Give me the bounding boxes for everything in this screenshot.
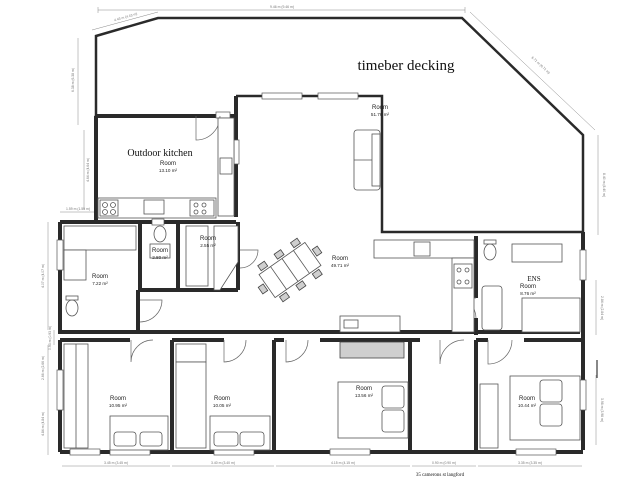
window bbox=[579, 249, 587, 281]
room-name: Room bbox=[92, 274, 108, 280]
sink-icon bbox=[413, 241, 431, 257]
dim-top-left: 4.43 m (4.43 m) bbox=[114, 12, 138, 22]
dim-left-upper: 6.38 m (6.38 m) bbox=[71, 68, 75, 92]
room-area: 51.70 m² bbox=[371, 112, 390, 117]
door-swing bbox=[487, 339, 513, 365]
wardrobe-icon bbox=[175, 361, 207, 449]
dining-table-icon bbox=[257, 237, 323, 303]
window bbox=[579, 379, 587, 411]
dim-step-left: 1.59 m (1.59 m) bbox=[66, 207, 90, 211]
door-swing bbox=[223, 339, 247, 363]
room-name: Room bbox=[110, 396, 126, 402]
window bbox=[329, 448, 371, 456]
wardrobe-icon bbox=[479, 383, 499, 449]
room-name: Room bbox=[200, 236, 216, 242]
door-swing bbox=[195, 115, 221, 141]
sink-icon bbox=[143, 199, 165, 215]
door-swing bbox=[439, 339, 465, 365]
room-name: Room bbox=[520, 284, 536, 290]
dim-top: 9.46 m (9.46 m) bbox=[270, 5, 294, 9]
sink-icon bbox=[343, 319, 359, 329]
doors bbox=[130, 115, 513, 365]
window bbox=[56, 239, 64, 271]
room-area: 10.05 m² bbox=[213, 403, 232, 408]
shower-icon bbox=[185, 225, 209, 287]
room-name: Room bbox=[356, 386, 372, 392]
basin-icon bbox=[149, 243, 171, 259]
room-name: Room bbox=[214, 396, 230, 402]
dim-bottom-1: 3.45 m (3.45 m) bbox=[104, 461, 128, 465]
address-caption: 35 camerons st langford bbox=[416, 473, 465, 478]
room-area: 2.55 m² bbox=[200, 243, 216, 248]
door-swing bbox=[285, 339, 309, 363]
wardrobe-icon bbox=[339, 341, 405, 359]
outdoor-kitchen-label: Outdoor kitchen bbox=[127, 148, 192, 159]
fixtures bbox=[63, 117, 581, 451]
bench bbox=[63, 249, 87, 281]
window bbox=[261, 92, 303, 100]
toilet-icon bbox=[65, 299, 79, 317]
window bbox=[69, 448, 101, 456]
window bbox=[317, 92, 359, 100]
dim-left-lower-a: 2.66 m (2.66 m) bbox=[41, 356, 45, 380]
window bbox=[233, 139, 240, 165]
cooktop-icon bbox=[189, 199, 215, 217]
room-name: Room bbox=[519, 396, 535, 402]
bench bbox=[63, 225, 137, 251]
room-name: Room bbox=[152, 248, 168, 254]
windows bbox=[56, 92, 587, 456]
dim-right-lower-b: 3.98 m (3.98 m) bbox=[600, 398, 604, 422]
window bbox=[515, 448, 557, 456]
window bbox=[56, 369, 64, 411]
dim-bottom-4: 0.90 m (0.90 m) bbox=[432, 461, 456, 465]
door-swing bbox=[239, 249, 259, 269]
labels: timeber decking Outdoor kitchen ENS 35 c… bbox=[92, 58, 541, 478]
room-name: Room bbox=[372, 105, 388, 111]
dim-bottom-5: 3.35 m (3.35 m) bbox=[518, 461, 542, 465]
shower-icon bbox=[521, 297, 581, 333]
plan-title: timeber decking bbox=[357, 58, 455, 74]
door-swing bbox=[139, 299, 163, 323]
dim-mid-left: 4.07 m (4.07 m) bbox=[41, 264, 45, 288]
room-area: 2.80 m² bbox=[152, 255, 168, 260]
dim-left-lower-b: 4.84 m (4.84 m) bbox=[41, 412, 45, 436]
bath-icon bbox=[481, 285, 503, 331]
shower-icon bbox=[213, 225, 239, 291]
toilet-icon bbox=[483, 243, 497, 261]
room-area: 7.22 m² bbox=[92, 281, 108, 286]
room-name: Room bbox=[332, 256, 348, 262]
ens-label: ENS bbox=[527, 275, 540, 283]
window bbox=[151, 218, 165, 226]
dim-step-small: 0.93 m (0.93 m) bbox=[48, 326, 52, 350]
sink-icon bbox=[219, 157, 233, 175]
window bbox=[215, 111, 231, 119]
room-area: 10.44 m² bbox=[518, 403, 537, 408]
dim-bottom-2: 3.40 m (3.40 m) bbox=[211, 461, 235, 465]
wardrobe-icon bbox=[175, 343, 207, 363]
cooktop-icon bbox=[453, 263, 473, 289]
room-name: Room bbox=[160, 161, 176, 167]
room-area: 13.56 m² bbox=[355, 393, 374, 398]
door-swing bbox=[130, 339, 154, 363]
dim-right-upper: 8.40 m (8.40 m) bbox=[602, 173, 606, 197]
room-area: 8.76 m² bbox=[520, 291, 536, 296]
toilet-icon bbox=[153, 225, 167, 243]
dim-right-lower-a: 2.84 m (2.84 m) bbox=[600, 296, 604, 320]
dimension-lines: 9.46 m (9.46 m) 4.43 m (4.43 m) 6.71 m (… bbox=[41, 5, 606, 467]
room-area: 13.10 m² bbox=[159, 168, 178, 173]
room-area: 49.71 m² bbox=[331, 263, 350, 268]
dim-bottom-3: 4.15 m (4.15 m) bbox=[331, 461, 355, 465]
vanity-icon bbox=[511, 243, 563, 263]
room-area: 10.95 m² bbox=[109, 403, 128, 408]
dim-left-ok: 4.64 m (4.64 m) bbox=[86, 158, 90, 182]
